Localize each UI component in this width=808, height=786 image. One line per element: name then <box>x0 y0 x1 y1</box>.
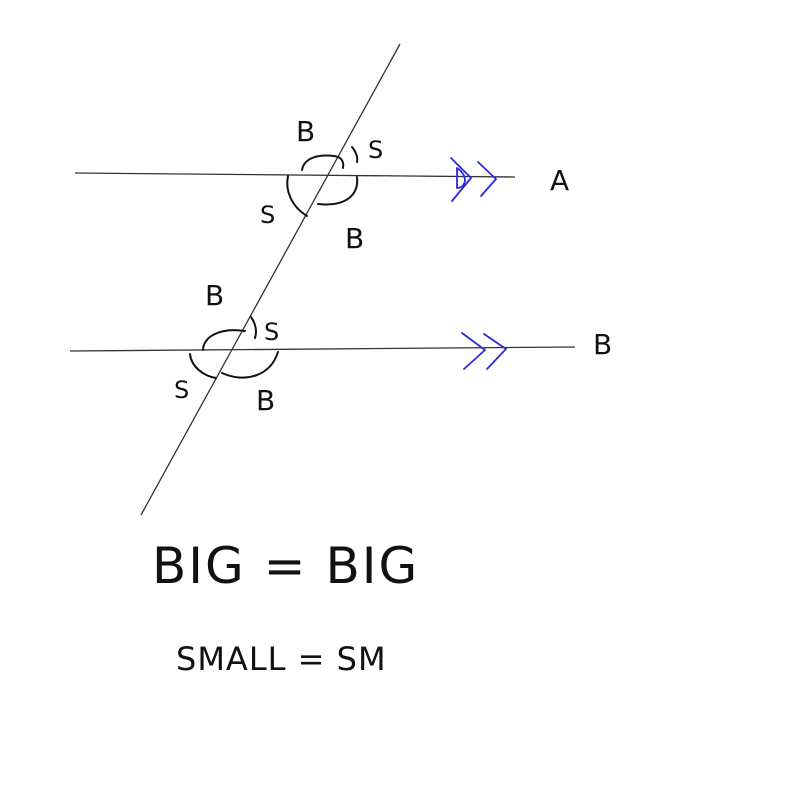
angle-label-top-upper-left: B <box>296 115 315 148</box>
line-a-label: A <box>550 164 569 197</box>
angle-label-bottom-upper-right: S <box>264 318 279 346</box>
parallel-line-b <box>69 346 576 352</box>
parallel-marker-b <box>461 332 507 370</box>
angle-arcs-bottom <box>189 316 279 379</box>
angle-arcs-top <box>286 146 359 217</box>
transversal-line <box>140 43 401 516</box>
equation-big: BIG = BIG <box>152 537 419 595</box>
angle-label-bottom-upper-left: B <box>205 279 224 312</box>
angle-label-bottom-lower-left: S <box>174 376 189 404</box>
parallel-marker-a <box>450 157 497 202</box>
line-b-label: B <box>593 328 612 361</box>
angle-label-top-lower-left: S <box>260 201 275 229</box>
angle-label-top-lower-right: B <box>345 222 364 255</box>
equation-small: SMALL = SM <box>176 640 387 678</box>
angle-label-top-upper-right: S <box>368 136 383 164</box>
angle-label-bottom-lower-right: B <box>256 384 275 417</box>
parallel-line-a <box>74 172 516 178</box>
